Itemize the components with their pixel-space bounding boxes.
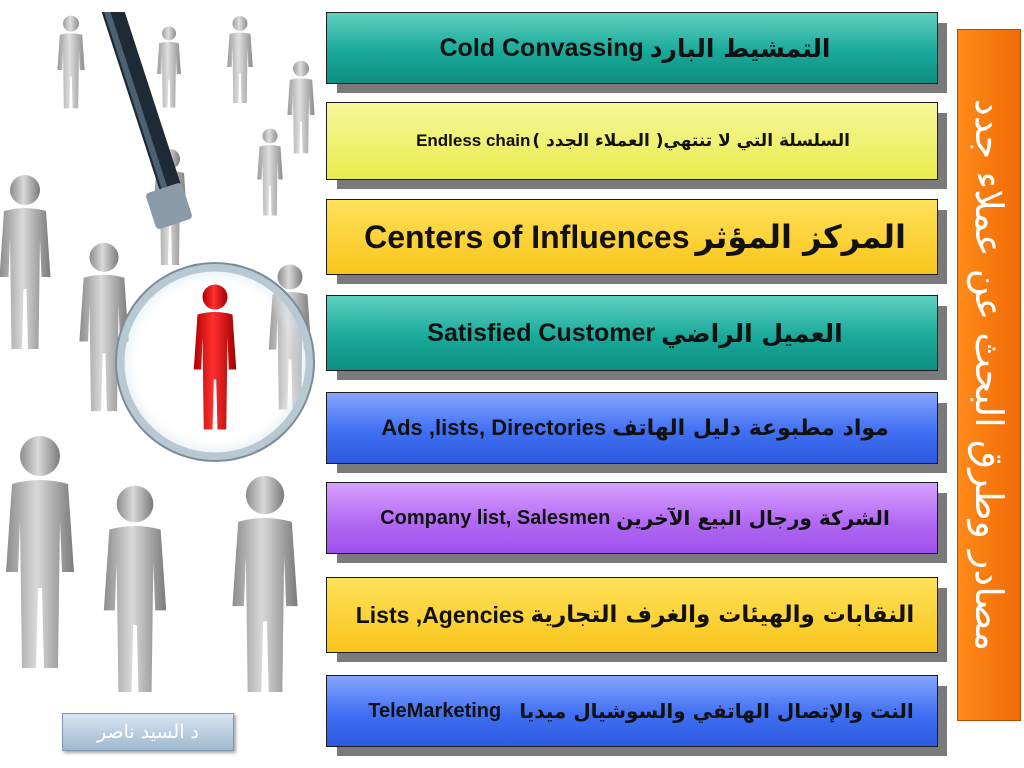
box-english-text: Satisfied Customer bbox=[427, 318, 656, 347]
box-cold-convassing: التمشيط البارد Cold Convassing bbox=[326, 12, 938, 84]
box-telemarketing: النت والإتصال الهاتفي والسوشيال ميديا Te… bbox=[326, 675, 938, 747]
box-company-list-salesmen: الشركة ورجال البيع الآخرين Company list,… bbox=[326, 482, 938, 554]
crowd-magnifier-illustration bbox=[0, 12, 318, 692]
box-satisfied-customer: العميل الراضي Satisfied Customer bbox=[326, 295, 938, 371]
box-arabic-text: السلسلة التي لا تنتهي( العملاء الجدد ) bbox=[532, 131, 850, 151]
box-arabic-text: التمشيط البارد bbox=[649, 33, 831, 63]
box-arabic-text: الشركة ورجال البيع الآخرين bbox=[616, 506, 890, 530]
box-arabic-text: العميل الراضي bbox=[661, 318, 843, 348]
box-english-text: Lists ,Agencies bbox=[355, 601, 525, 628]
box-arabic-text: مواد مطبوعة دليل الهاتف bbox=[612, 415, 889, 441]
box-english-text: Company list, Salesmen bbox=[380, 506, 611, 529]
box-english-text: Centers of Influences bbox=[364, 218, 690, 255]
box-centers-of-influences: المركز المؤثر Centers of Influences bbox=[326, 199, 938, 275]
box-english-text: Endless chain bbox=[416, 131, 531, 150]
box-arabic-text: النقابات والهيئات والغرف التجارية bbox=[530, 602, 915, 628]
box-endless-chain: السلسلة التي لا تنتهي( العملاء الجدد ) E… bbox=[326, 102, 938, 180]
box-english-text: Cold Convassing bbox=[439, 33, 644, 62]
box-arabic-text: المركز المؤثر bbox=[695, 218, 906, 256]
box-english-text: TeleMarketing bbox=[368, 699, 502, 722]
box-lists-agencies: النقابات والهيئات والغرف التجارية Lists … bbox=[326, 577, 938, 653]
author-label: د السيد ناصر bbox=[62, 713, 234, 751]
side-title-text: مصادر وطرق البحث عن عملاء جدد bbox=[967, 98, 1011, 652]
side-title-banner: مصادر وطرق البحث عن عملاء جدد bbox=[957, 29, 1021, 721]
box-ads-lists-directories: مواد مطبوعة دليل الهاتف Ads ,lists, Dire… bbox=[326, 392, 938, 464]
box-english-text: Ads ,lists, Directories bbox=[381, 415, 607, 440]
box-arabic-text: النت والإتصال الهاتفي والسوشيال ميديا bbox=[519, 699, 914, 723]
